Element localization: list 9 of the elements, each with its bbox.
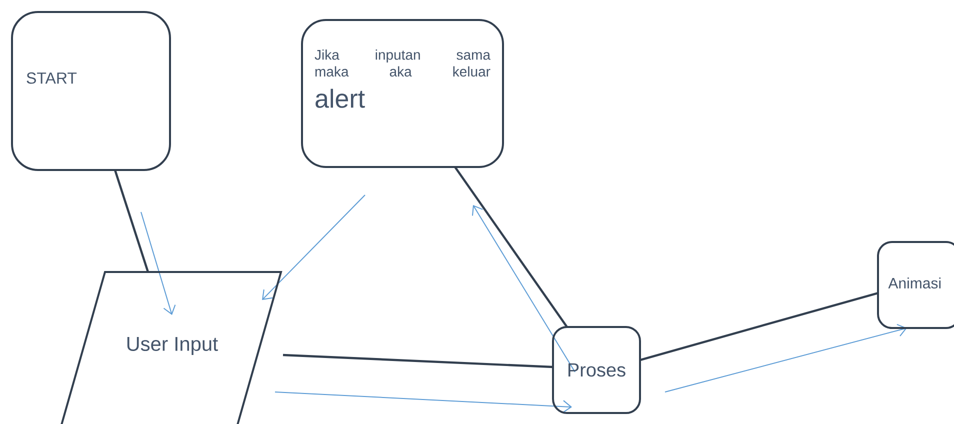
process-box: START (11, 11, 171, 171)
arrow (472, 205, 576, 372)
callout-box: Jika inputan sama maka aka keluar alert (301, 19, 504, 168)
arrow (262, 194, 366, 300)
arrow (664, 324, 907, 392)
arrow (140, 212, 176, 315)
arrow (274, 392, 572, 414)
process-box: Proses (552, 326, 641, 414)
process-box: Animasi (877, 241, 954, 329)
